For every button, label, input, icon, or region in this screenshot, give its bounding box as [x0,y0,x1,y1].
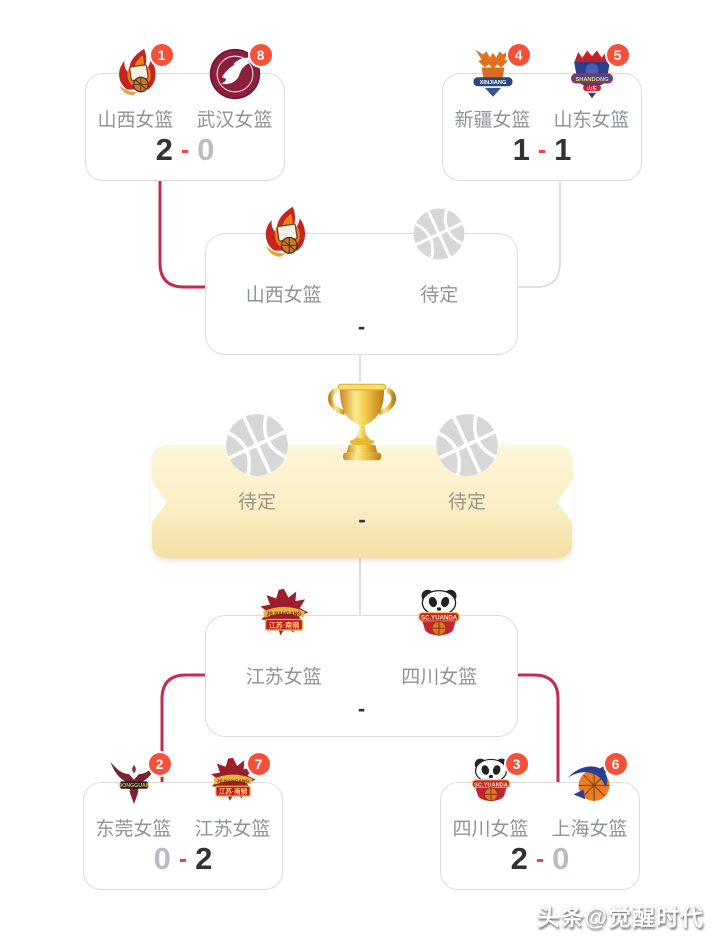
final-banner: 待定 待定 - [152,445,572,558]
score-separator: - [535,845,545,873]
series-score: 2-0 [441,841,639,877]
seed-badge: 4 [507,44,530,66]
team-logo-wrap [411,206,467,262]
match-quarterfinal-2: 4 新疆女篮 5 山东女篮 1-1 [442,44,642,181]
seed-badge: 1 [150,44,173,66]
team-dongguan: 2 东莞女篮 [84,753,183,889]
sichuan-panda-logo [411,588,467,644]
series-score: - [152,507,572,533]
team-logo-wrap [433,411,501,479]
seed-badge: 7 [247,753,270,775]
team-logo-wrap [411,588,467,644]
score-right: 2 [195,841,213,876]
score-separator: - [537,136,547,164]
series-score: - [206,696,517,722]
seed-badge: 6 [604,753,627,775]
team-shanghai: 6 上海女篮 [540,753,639,889]
score-left: 1 [512,132,530,167]
team-sichuan: 四川女篮 [362,616,518,736]
tbd-basketball-icon [223,411,291,479]
seed-badge: 2 [148,753,171,775]
score-right: 0 [197,132,215,167]
team-name: 山东女篮 [553,110,630,131]
team-jiangsu: 江苏女篮 [206,616,362,736]
team-jiangsu: 7 江苏女篮 [183,753,282,889]
team-name: 山西女篮 [97,110,174,131]
team-logo-wrap: 8 [209,44,272,100]
team-name: 四川女篮 [452,819,529,840]
match-quarterfinal-3: 2 东莞女篮 7 江苏女篮 0-2 [83,753,283,890]
team-name: 上海女篮 [551,819,628,840]
team-logo-wrap: 1 [110,44,173,100]
pending-path-qf2-to-sf1 [518,180,561,288]
team-shandong: 5 山东女篮 [542,44,641,180]
series-score: 0-2 [84,841,282,877]
score-separator: - [180,136,190,164]
score-pending-dash: - [357,314,366,339]
tbd-basketball-icon [433,411,501,479]
team-name: 东莞女篮 [95,819,172,840]
winner-path-jiangsu [160,673,205,782]
team-tbd: 待定 [362,234,518,354]
match-quarterfinal-1: 1 山西女篮 8 武汉女篮 2-0 [85,44,285,181]
score-left: 2 [155,132,173,167]
team-tbd: 待定 [362,445,572,558]
team-logo-wrap: 3 [465,753,528,809]
team-name: 待定 [447,492,486,513]
series-score: - [206,314,517,340]
match-semifinal-1: 山西女篮 待定 - [205,233,518,355]
winner-path-shanxi [158,181,205,289]
series-score: 1-1 [443,132,641,168]
winner-path-sichuan [518,673,560,782]
score-pending-dash: - [357,696,366,721]
team-logo-wrap: 2 [108,753,171,809]
score-pending-dash: - [358,507,366,532]
team-logo-wrap [256,206,312,262]
team-shanxi: 1 山西女篮 [86,44,185,180]
team-logo-wrap [256,588,312,644]
team-name: 江苏女篮 [194,819,271,840]
match-semifinal-2: 江苏女篮 四川女篮 - [205,615,518,737]
team-name: 待定 [237,492,276,513]
team-logo-wrap: 6 [564,753,627,809]
match-quarterfinal-4: 3 四川女篮 6 上海女篮 2-0 [440,753,640,890]
score-right: 1 [554,132,572,167]
toutiao-watermark: 头条@觉醒时代 [536,904,704,930]
team-tbd: 待定 [152,445,362,558]
team-name: 新疆女篮 [454,110,531,131]
jiangsu-nangang-logo [256,588,312,644]
team-name: 四川女篮 [401,667,478,688]
team-logo-wrap: 4 [467,44,530,100]
series-score: 2-0 [86,132,284,168]
team-name: 待定 [420,285,459,306]
seed-badge: 8 [249,44,272,66]
team-wuhan: 8 武汉女篮 [185,44,284,180]
tbd-basketball-icon [411,206,467,262]
seed-badge: 5 [606,44,629,66]
team-name: 江苏女篮 [245,667,322,688]
score-left: 2 [510,841,528,876]
team-logo-wrap: 5 [566,44,629,100]
score-left: 0 [153,841,171,876]
score-separator: - [178,845,188,873]
shanxi-flames-logo [256,206,312,262]
team-xinjiang: 4 新疆女篮 [443,44,542,180]
team-name: 武汉女篮 [196,110,273,131]
team-logo-wrap: 7 [207,753,270,809]
team-name: 山西女篮 [245,285,322,306]
seed-badge: 3 [505,753,528,775]
team-shanxi: 山西女篮 [206,234,362,354]
team-sichuan: 3 四川女篮 [441,753,540,889]
team-logo-wrap [223,411,291,479]
score-right: 0 [552,841,570,876]
